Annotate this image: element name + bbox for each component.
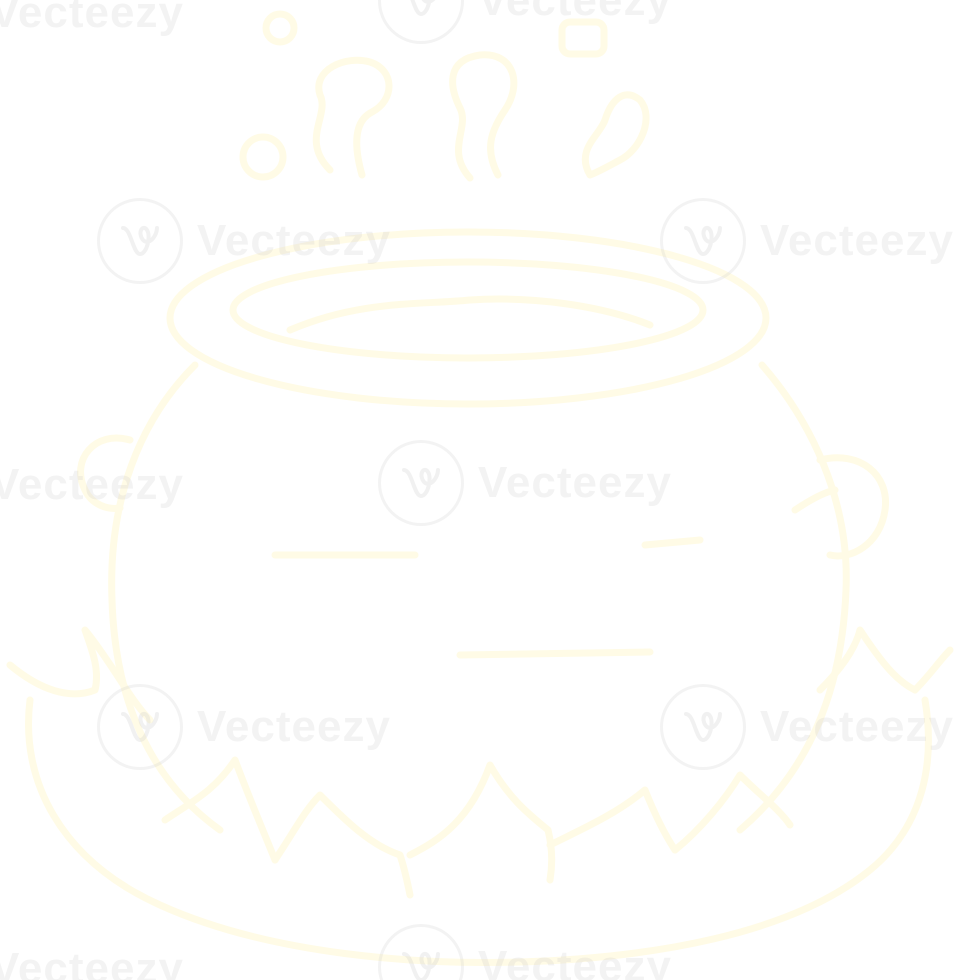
flame-icon	[161, 756, 279, 864]
flame-icon	[546, 786, 679, 854]
cauldron-rim	[166, 228, 770, 408]
bubble-icon	[239, 133, 287, 181]
steam-icon	[581, 91, 650, 179]
cauldron-highlight	[456, 648, 654, 659]
cauldron-handle-right-inner	[791, 486, 839, 514]
steam-icon	[312, 56, 393, 179]
cauldron-inner-rim	[229, 258, 707, 362]
flame-icon	[671, 771, 794, 854]
flame-icon	[816, 626, 954, 694]
bubble-icon	[262, 10, 298, 46]
fire-outline	[25, 696, 932, 966]
cauldron-highlight	[641, 536, 704, 549]
cauldron-body	[108, 361, 224, 834]
cauldron-brew-surface	[286, 295, 654, 334]
flame-icon	[271, 791, 414, 899]
cauldron-body	[736, 361, 850, 834]
flame-icon	[406, 761, 556, 884]
cauldron-handle-left	[77, 434, 134, 512]
bubble-icon	[558, 18, 608, 58]
cauldron-handle-right	[816, 454, 890, 560]
steam-icon	[449, 51, 518, 182]
flame-icon	[6, 626, 154, 724]
